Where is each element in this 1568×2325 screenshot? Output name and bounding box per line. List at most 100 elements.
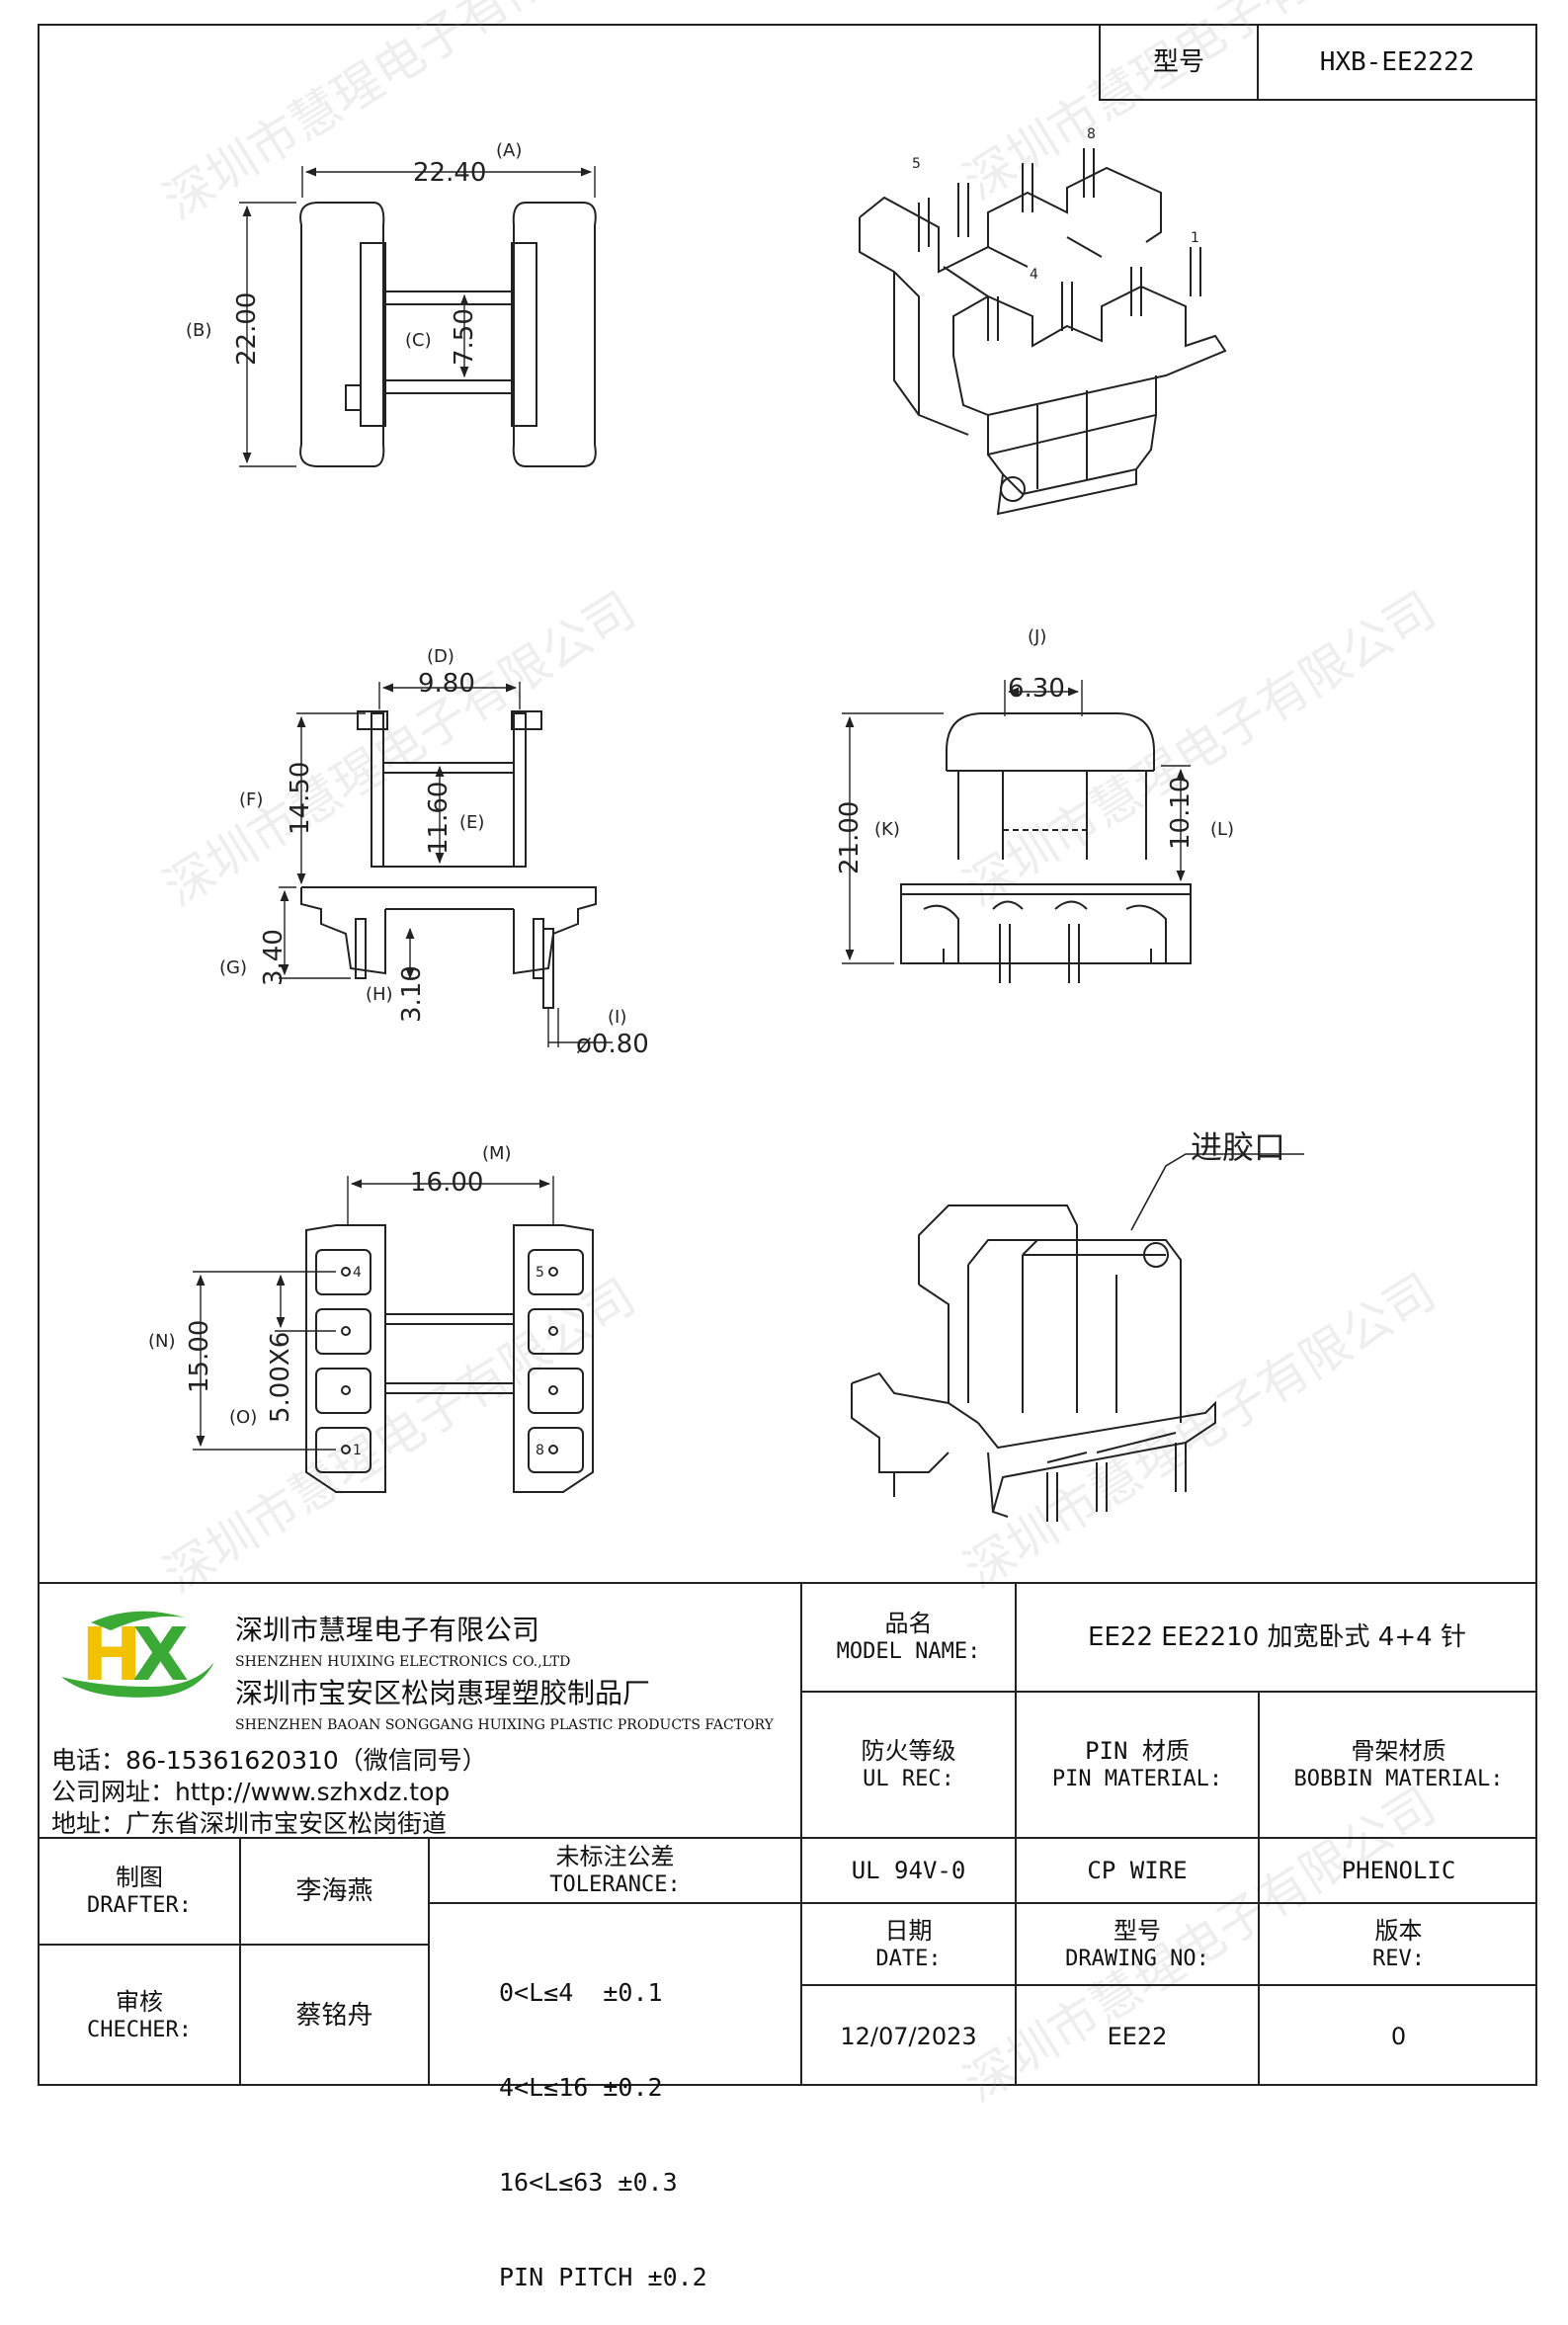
dim-i-tag: (I) bbox=[608, 1007, 626, 1028]
fire-rating-header: 防火等级 UL REC: bbox=[802, 1693, 1015, 1837]
dim-j-value: 6.30 bbox=[1008, 674, 1065, 704]
dim-g-tag: (G) bbox=[219, 957, 247, 978]
dim-k-tag: (K) bbox=[874, 819, 900, 840]
dim-m-tag: (M) bbox=[482, 1143, 512, 1164]
gate-label: 进胶口 bbox=[1191, 1128, 1285, 1166]
pin-label-1: 1 bbox=[1191, 230, 1199, 246]
dim-k-value: 21.00 bbox=[835, 801, 865, 874]
fire-rating-cn: 防火等级 bbox=[861, 1737, 956, 1766]
dim-n-value: 15.00 bbox=[185, 1320, 214, 1393]
logo-letter-x: X bbox=[132, 1613, 189, 1698]
pin-material-en: PIN MATERIAL: bbox=[1051, 1767, 1223, 1792]
bottom-pin-1: 1 bbox=[353, 1443, 362, 1458]
rev-cn: 版本 bbox=[1374, 1916, 1423, 1945]
pin-label-5: 5 bbox=[912, 156, 921, 172]
factory-name-cn: 深圳市宝安区松岗惠瑆塑胶制品厂 bbox=[235, 1677, 651, 1709]
company-phone: 电话：86-15361620310（微信同号） bbox=[51, 1746, 487, 1775]
isometric-gate-view bbox=[851, 1153, 1304, 1522]
pin-label-4: 4 bbox=[1030, 267, 1038, 283]
tolerance-en: TOLERANCE: bbox=[549, 1872, 681, 1898]
drafter-header: 制图 DRAFTER: bbox=[40, 1839, 239, 1944]
dim-l-value: 10.10 bbox=[1166, 777, 1196, 850]
bobbin-material-en: BOBBIN MATERIAL: bbox=[1293, 1767, 1504, 1792]
bottom-pin-4: 4 bbox=[353, 1265, 362, 1281]
company-logo: H X bbox=[51, 1603, 219, 1711]
drawing-sheet bbox=[38, 24, 1537, 2086]
rev-en: REV: bbox=[1372, 1946, 1425, 1971]
tolerance-row: 16<L≤63 ±0.3 bbox=[499, 2168, 678, 2197]
dim-i-value: ø0.80 bbox=[576, 1030, 649, 1059]
drawing-no-en: DRAWING NO: bbox=[1065, 1946, 1209, 1971]
dim-n-tag: (N) bbox=[148, 1331, 176, 1352]
dim-j-tag: (J) bbox=[1028, 626, 1046, 647]
pin-material-cn: PIN 材质 bbox=[1085, 1737, 1190, 1766]
isometric-pin-view bbox=[859, 148, 1227, 516]
tolerance-row: 0<L≤4 ±0.1 bbox=[499, 1978, 663, 2007]
tolerance-cn: 未标注公差 bbox=[555, 1843, 675, 1871]
pin-material-header: PIN 材质 PIN MATERIAL: bbox=[1017, 1693, 1258, 1837]
model-name-header: 品名 MODEL NAME: bbox=[802, 1584, 1015, 1691]
dim-c-tag: (C) bbox=[405, 330, 432, 351]
fire-rating-en: UL REC: bbox=[863, 1767, 954, 1792]
tolerance-row: PIN PITCH ±0.2 bbox=[499, 2263, 707, 2291]
company-name-en: SHENZHEN HUIXING ELECTRONICS CO.,LTD bbox=[235, 1654, 571, 1670]
date-header: 日期 DATE: bbox=[802, 1904, 1015, 1984]
dim-a-value: 22.40 bbox=[413, 158, 486, 188]
technical-drawing: 22.40 (A) (B) 22.00 (C) 7.50 5 8 1 4 9.8… bbox=[148, 126, 1304, 1522]
dim-a-tag: (A) bbox=[496, 140, 522, 161]
tolerance-row: 4<L≤16 ±0.2 bbox=[499, 2073, 663, 2102]
model-label: 型号 bbox=[1152, 46, 1204, 77]
company-name-cn: 深圳市慧瑆电子有限公司 bbox=[235, 1614, 540, 1646]
dim-h-tag: (H) bbox=[366, 984, 393, 1005]
dim-o-tag: (O) bbox=[229, 1407, 257, 1428]
dim-b-value: 22.00 bbox=[232, 292, 262, 366]
dim-h-value: 3.10 bbox=[397, 965, 427, 1023]
drawing-no-cn: 型号 bbox=[1114, 1916, 1161, 1945]
date-en: DATE: bbox=[875, 1946, 942, 1971]
checker-cn: 审核 bbox=[116, 1988, 163, 2017]
pin-label-8: 8 bbox=[1087, 126, 1096, 142]
drafter-name: 李海燕 bbox=[295, 1875, 373, 1906]
dim-f-value: 14.50 bbox=[286, 762, 315, 835]
tolerance-list: 0<L≤4 ±0.1 4<L≤16 ±0.2 16<L≤63 ±0.3 PIN … bbox=[499, 1914, 707, 2325]
bobbin-material-value: PHENOLIC bbox=[1341, 1857, 1456, 1884]
drafter-en: DRAFTER: bbox=[87, 1893, 192, 1919]
date-value: 12/07/2023 bbox=[840, 2022, 977, 2050]
front-section-view bbox=[279, 682, 613, 1047]
company-website[interactable]: 公司网址：http://www.szhxdz.top bbox=[51, 1778, 451, 1806]
side-view bbox=[842, 680, 1192, 983]
top-view bbox=[239, 166, 597, 467]
bobbin-material-header: 骨架材质 BOBBIN MATERIAL: bbox=[1260, 1693, 1537, 1837]
logo-letter-h: H bbox=[81, 1613, 142, 1698]
dim-e-tag: (E) bbox=[459, 812, 484, 833]
date-cn: 日期 bbox=[884, 1916, 933, 1945]
dim-o-value: 5.00X6 bbox=[266, 1332, 295, 1423]
dim-e-value: 11.60 bbox=[424, 782, 454, 855]
drawing-no-header: 型号 DRAWING NO: bbox=[1017, 1904, 1258, 1984]
dim-l-tag: (L) bbox=[1210, 819, 1234, 840]
model-name-value: EE22 EE2210 加宽卧式 4+4 针 bbox=[1088, 1621, 1466, 1652]
drafter-cn: 制图 bbox=[116, 1864, 163, 1892]
dim-m-value: 16.00 bbox=[410, 1168, 483, 1198]
bottom-pin-5: 5 bbox=[536, 1265, 544, 1281]
dim-g-value: 3.40 bbox=[259, 929, 289, 986]
dim-f-tag: (F) bbox=[239, 789, 263, 810]
pin-material-value: CP WIRE bbox=[1087, 1857, 1188, 1884]
factory-name-en: SHENZHEN BAOAN SONGGANG HUIXING PLASTIC … bbox=[235, 1717, 774, 1733]
checker-name: 蔡铭舟 bbox=[295, 2000, 373, 2031]
model-name-en: MODEL NAME: bbox=[836, 1639, 981, 1665]
fire-rating-value: UL 94V-0 bbox=[851, 1857, 966, 1884]
bottom-pin-view bbox=[193, 1176, 594, 1493]
rev-header: 版本 REV: bbox=[1260, 1904, 1537, 1984]
bottom-pin-8: 8 bbox=[536, 1443, 544, 1458]
drawing-no-value: EE22 bbox=[1107, 2022, 1168, 2050]
dim-d-value: 9.80 bbox=[418, 669, 475, 699]
tolerance-header: 未标注公差 TOLERANCE: bbox=[430, 1839, 800, 1902]
model-value: HXB-EE2222 bbox=[1319, 46, 1475, 77]
dim-d-tag: (D) bbox=[427, 646, 454, 667]
rev-value: 0 bbox=[1390, 2022, 1407, 2050]
checker-header: 审核 CHECHER: bbox=[40, 1946, 239, 2086]
model-name-cn: 品名 bbox=[884, 1610, 933, 1638]
dim-c-value: 7.50 bbox=[450, 308, 479, 366]
company-address: 地址：广东省深圳市宝安区松岗街道 bbox=[51, 1809, 448, 1838]
